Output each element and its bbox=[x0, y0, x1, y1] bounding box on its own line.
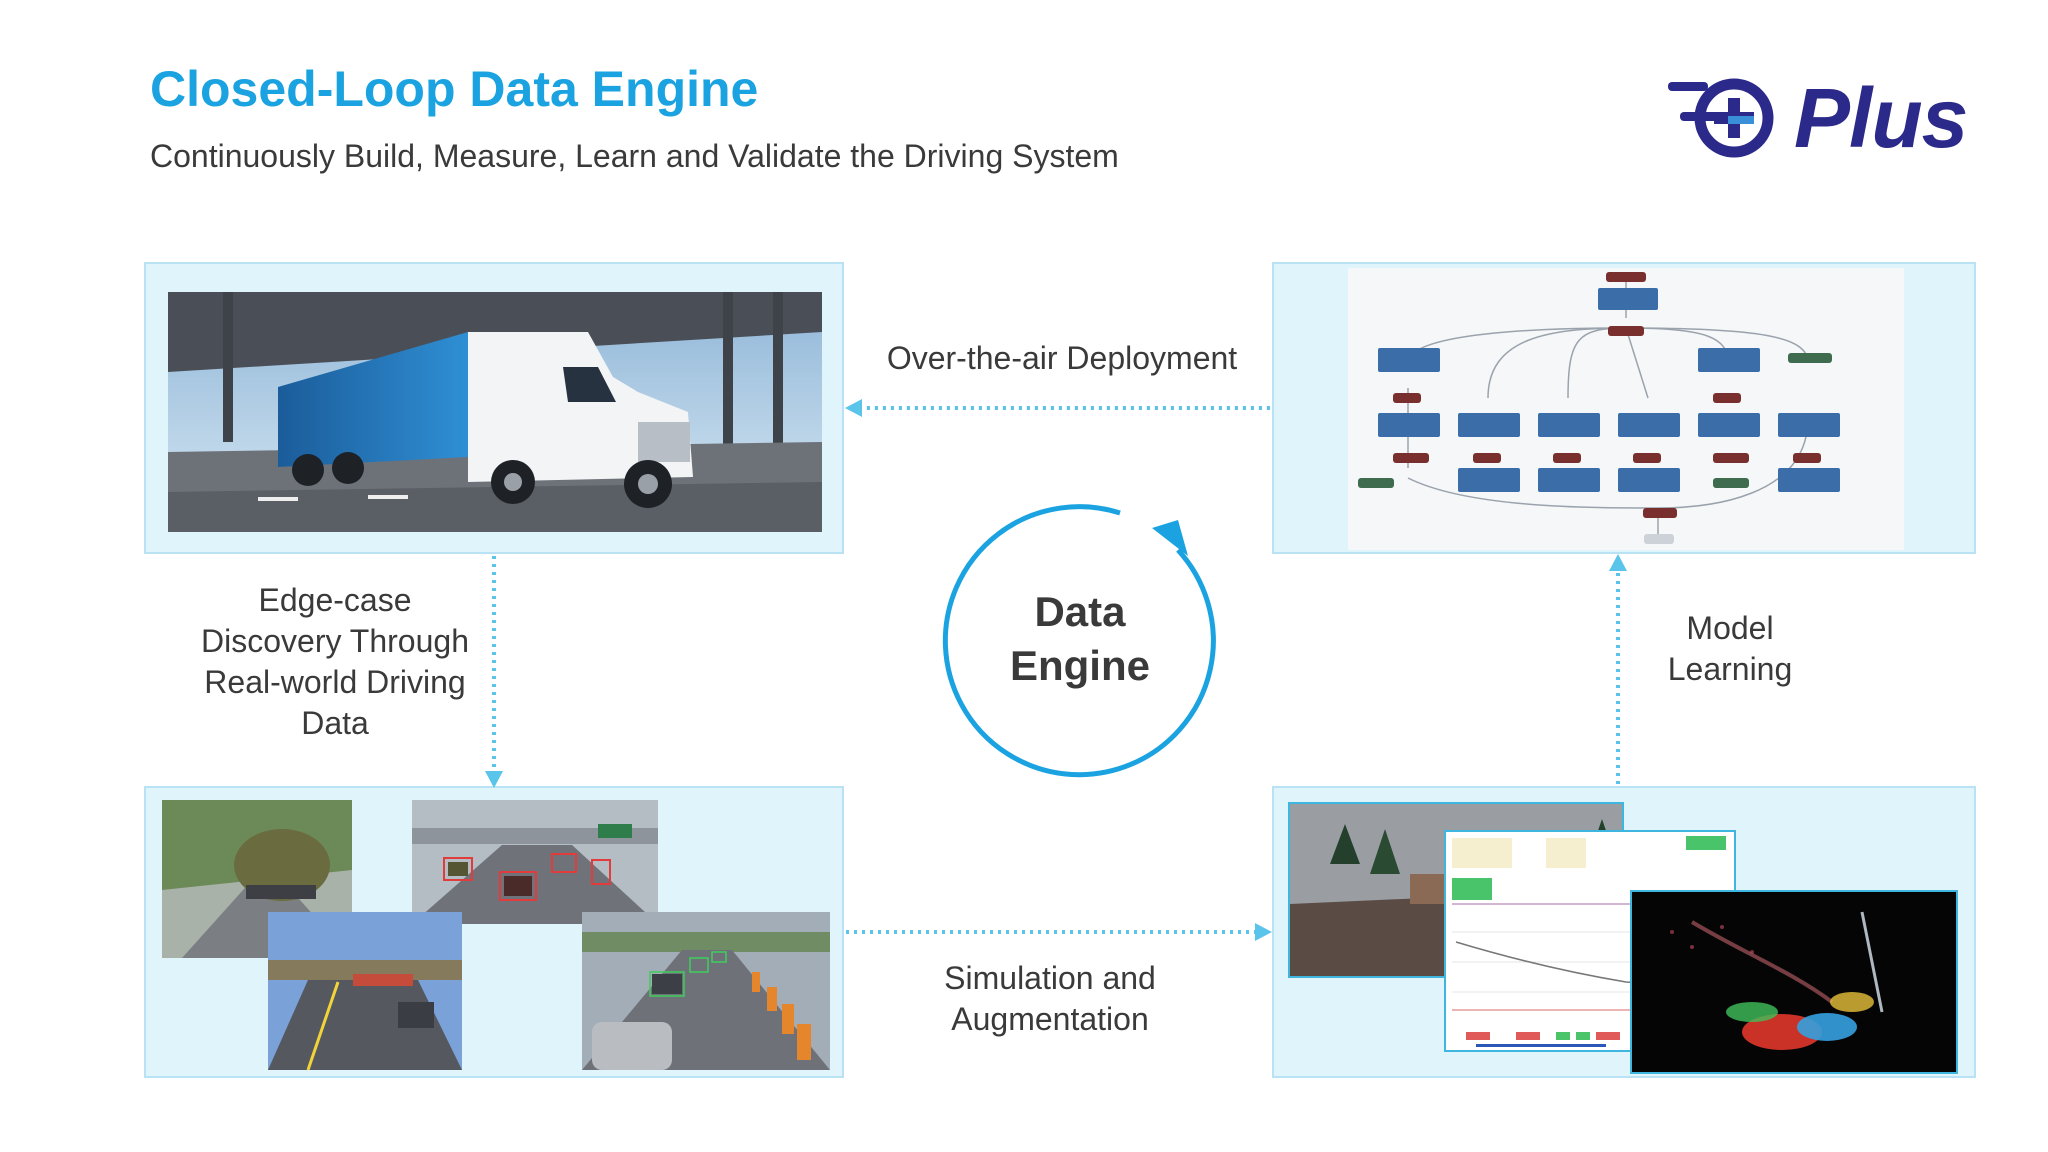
label-sim: Simulation and Augmentation bbox=[910, 958, 1190, 1040]
label-model-line-1: Model bbox=[1686, 610, 1774, 646]
panel-model bbox=[1272, 262, 1976, 554]
logo-text: Plus bbox=[1794, 71, 1968, 165]
page-title: Closed-Loop Data Engine bbox=[150, 61, 759, 117]
truck-image bbox=[168, 292, 822, 532]
sim-arrowhead bbox=[1255, 923, 1272, 941]
lidar-pointcloud-image bbox=[1630, 890, 1958, 1074]
cycle-arrowhead bbox=[1152, 520, 1188, 556]
model-arrowhead bbox=[1609, 554, 1627, 571]
model-graph-image bbox=[1348, 268, 1904, 550]
center-line-2: Engine bbox=[1009, 642, 1150, 689]
data-engine-center: Data Engine bbox=[940, 585, 1220, 701]
label-edge-line-1: Edge-case bbox=[258, 582, 412, 618]
center-line-1: Data bbox=[1034, 588, 1126, 635]
panel-simulation bbox=[1272, 786, 1976, 1078]
ota-arrowhead bbox=[845, 399, 862, 417]
page-subtitle: Continuously Build, Measure, Learn and V… bbox=[150, 138, 1119, 174]
edge-case-image-4 bbox=[582, 912, 830, 1070]
edge-case-image-3 bbox=[268, 912, 462, 1070]
label-edge-line-2: Discovery Through bbox=[201, 623, 469, 659]
label-ota-text: Over-the-air Deployment bbox=[886, 340, 1238, 376]
edge-case-image-1 bbox=[162, 800, 352, 958]
panel-edge-case bbox=[144, 786, 844, 1078]
label-sim-line-2: Augmentation bbox=[951, 1001, 1149, 1037]
edge-case-image-2 bbox=[412, 800, 658, 924]
panel-deployment bbox=[144, 262, 844, 554]
label-sim-line-1: Simulation and bbox=[944, 960, 1156, 996]
label-model-line-2: Learning bbox=[1667, 651, 1793, 687]
plus-logo: Plus bbox=[1668, 68, 1978, 168]
label-edge-line-3: Real-world Driving bbox=[204, 664, 466, 700]
plus-logo-icon bbox=[1668, 78, 1774, 158]
label-edge: Edge-case Discovery Through Real-world D… bbox=[170, 580, 500, 744]
label-model: Model Learning bbox=[1630, 608, 1830, 690]
label-edge-line-4: Data bbox=[301, 705, 369, 741]
label-ota: Over-the-air Deployment bbox=[862, 338, 1262, 379]
